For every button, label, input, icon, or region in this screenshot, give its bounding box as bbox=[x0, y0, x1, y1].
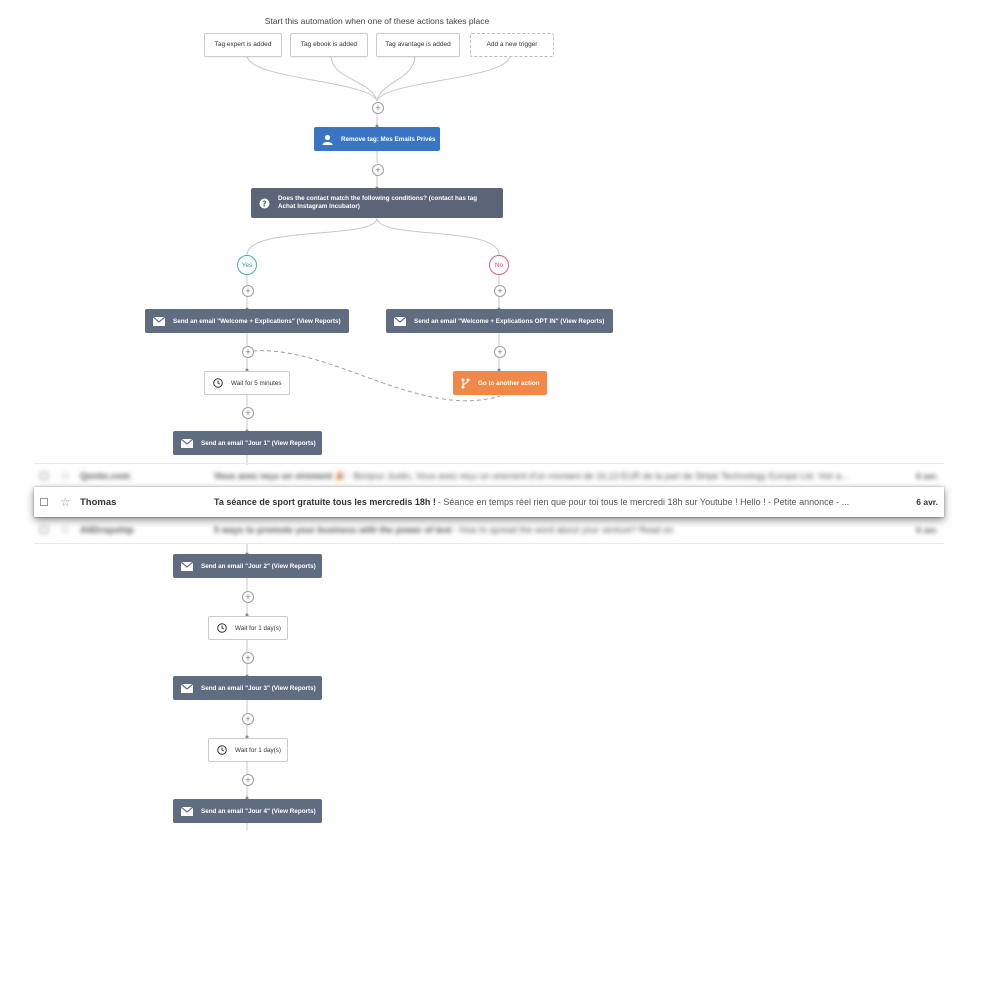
email-row-highlighted[interactable]: ☆ Thomas Ta séance de sport gratuite tou… bbox=[34, 487, 944, 517]
envelope-icon bbox=[394, 316, 406, 326]
email-sender: AliDropship bbox=[80, 524, 134, 536]
email-subject: Vous avez reçu un virement 🎉 bbox=[214, 470, 347, 481]
go-to-another-action[interactable]: Go to another action bbox=[453, 371, 547, 395]
add-step-button[interactable]: + bbox=[494, 346, 506, 358]
send-email-label: Send an email "Jour 2" (View Reports) bbox=[201, 562, 316, 570]
question-icon: ? bbox=[259, 198, 270, 209]
row-divider bbox=[34, 543, 944, 544]
star-icon[interactable]: ☆ bbox=[60, 469, 71, 483]
email-subject: Ta séance de sport gratuite tous les mer… bbox=[214, 497, 436, 507]
row-divider bbox=[34, 517, 944, 518]
condition-action[interactable]: ? Does the contact match the following c… bbox=[251, 188, 503, 218]
remove-tag-label: Remove tag: Mes Emails Privés bbox=[341, 135, 436, 143]
wait-label: Wait for 1 day(s) bbox=[235, 746, 281, 754]
trigger-tag-avantage[interactable]: Tag avantage is added bbox=[376, 33, 460, 57]
envelope-icon bbox=[153, 316, 165, 326]
envelope-icon bbox=[181, 683, 193, 693]
envelope-icon bbox=[181, 561, 193, 571]
send-email-welcome[interactable]: Send an email "Welcome + Explications" (… bbox=[145, 309, 349, 333]
condition-label: Does the contact match the following con… bbox=[278, 195, 478, 210]
remove-tag-action[interactable]: Remove tag: Mes Emails Privés bbox=[314, 127, 440, 151]
send-email-welcome-optin[interactable]: Send an email "Welcome + Explications OP… bbox=[386, 309, 613, 333]
add-step-button[interactable]: + bbox=[242, 285, 254, 297]
goto-label: Go to another action bbox=[478, 379, 540, 387]
email-sender: Thomas bbox=[80, 496, 117, 508]
checkbox-icon[interactable] bbox=[40, 498, 48, 506]
svg-text:?: ? bbox=[262, 199, 267, 208]
email-snippet: - Bonjour Justin, Vous avez reçu un vire… bbox=[348, 471, 849, 481]
wait-label: Wait for 5 minutes bbox=[231, 379, 282, 387]
send-email-label: Send an email "Welcome + Explications OP… bbox=[414, 317, 605, 325]
star-icon[interactable]: ☆ bbox=[60, 495, 71, 509]
wait-1-day[interactable]: Wait for 1 day(s) bbox=[208, 738, 288, 762]
add-step-button[interactable]: + bbox=[242, 407, 254, 419]
send-email-label: Send an email "Jour 4" (View Reports) bbox=[201, 807, 316, 815]
star-icon[interactable]: ☆ bbox=[60, 523, 71, 537]
clock-icon bbox=[217, 623, 227, 633]
send-email-jour-4[interactable]: Send an email "Jour 4" (View Reports) bbox=[173, 799, 322, 823]
email-sender: Qonto.com bbox=[80, 470, 131, 482]
add-step-button[interactable]: + bbox=[494, 285, 506, 297]
add-step-button[interactable]: + bbox=[242, 346, 254, 358]
envelope-icon bbox=[181, 806, 193, 816]
wait-5-minutes[interactable]: Wait for 5 minutes bbox=[204, 371, 290, 395]
trigger-tag-ebook[interactable]: Tag ebook is added bbox=[290, 33, 368, 57]
email-row[interactable]: ☆ Qonto.com Vous avez reçu un virement 🎉… bbox=[34, 463, 944, 489]
send-email-jour-2[interactable]: Send an email "Jour 2" (View Reports) bbox=[173, 554, 322, 578]
email-subject: 5 ways to promote your business with the… bbox=[214, 525, 452, 535]
add-trigger-button[interactable]: Add a new trigger bbox=[470, 33, 554, 57]
add-step-button[interactable]: + bbox=[242, 591, 254, 603]
wait-1-day[interactable]: Wait for 1 day(s) bbox=[208, 616, 288, 640]
email-snippet: - How to spread the word about your vent… bbox=[453, 525, 674, 535]
email-date: 6 avr. bbox=[916, 525, 938, 535]
send-email-label: Send an email "Jour 1" (View Reports) bbox=[201, 439, 316, 447]
add-step-button[interactable]: + bbox=[372, 164, 384, 176]
send-email-jour-3[interactable]: Send an email "Jour 3" (View Reports) bbox=[173, 676, 322, 700]
clock-icon bbox=[217, 745, 227, 755]
send-email-label: Send an email "Welcome + Explications" (… bbox=[173, 317, 341, 325]
email-snippet: - Séance en temps réel rien que pour toi… bbox=[437, 497, 850, 507]
add-step-button[interactable]: + bbox=[242, 713, 254, 725]
clock-icon bbox=[213, 378, 223, 388]
branch-icon bbox=[461, 378, 470, 389]
envelope-icon bbox=[181, 438, 193, 448]
add-step-button[interactable]: + bbox=[242, 652, 254, 664]
yes-branch-badge: Yes bbox=[237, 255, 257, 275]
wait-label: Wait for 1 day(s) bbox=[235, 624, 281, 632]
add-step-button[interactable]: + bbox=[372, 102, 384, 114]
email-row[interactable]: ☆ AliDropship 5 ways to promote your bus… bbox=[34, 517, 944, 543]
email-date: 6 avr. bbox=[916, 471, 938, 481]
send-email-label: Send an email "Jour 3" (View Reports) bbox=[201, 684, 316, 692]
email-date: 6 avr. bbox=[916, 497, 938, 507]
user-icon bbox=[322, 134, 333, 145]
automation-start-title: Start this automation when one of these … bbox=[264, 16, 490, 26]
row-divider bbox=[34, 463, 944, 464]
send-email-jour-1[interactable]: Send an email "Jour 1" (View Reports) bbox=[173, 431, 322, 455]
checkbox-icon[interactable] bbox=[40, 472, 48, 480]
checkbox-icon[interactable] bbox=[40, 526, 48, 534]
trigger-tag-expert[interactable]: Tag expert is added bbox=[204, 33, 282, 57]
no-branch-badge: No bbox=[489, 255, 509, 275]
add-step-button[interactable]: + bbox=[242, 774, 254, 786]
